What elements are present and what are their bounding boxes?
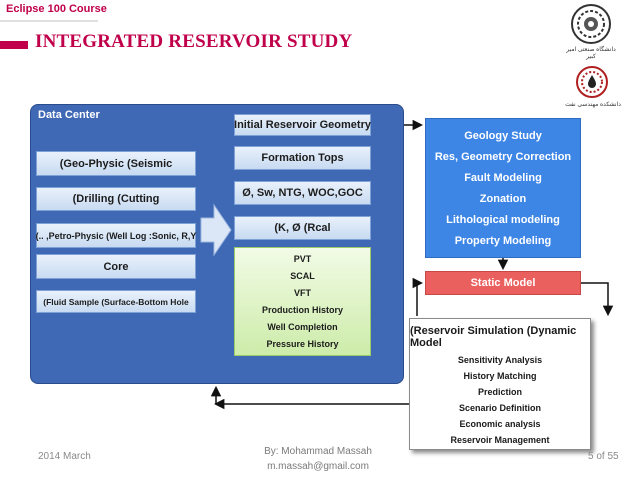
engineering-data-box: PVT SCAL VFT Production History Well Com… <box>234 247 371 356</box>
simulation-item: Sensitivity Analysis <box>457 355 543 365</box>
page-title: INTEGRATED RESERVOIR STUDY <box>35 31 353 52</box>
gear-emblem-icon <box>577 10 605 38</box>
green-item: PVT <box>293 253 312 264</box>
simulation-item: Economic analysis <box>459 419 541 429</box>
connector-line <box>412 277 424 316</box>
output-porosity-saturation: Ø, Sw, NTG, WOC,GOC <box>234 181 371 205</box>
faculty-logo-caption: دانشکده مهندسی نفت <box>565 102 621 108</box>
reservoir-simulation-box: (Reservoir Simulation (Dynamic Model Sen… <box>409 318 591 450</box>
input-petrophysic: (.. ,Petro-Physic (Well Log :Sonic, R,Y <box>36 223 196 248</box>
green-item: Well Completion <box>267 322 338 333</box>
output-initial-geometry: Initial Reservoir Geometry <box>234 114 371 136</box>
input-drilling: (Drilling (Cutting <box>36 187 196 211</box>
simulation-title: (Reservoir Simulation (Dynamic Model <box>410 325 577 349</box>
geology-item: Fault Modeling <box>464 171 542 184</box>
footer-date: 2014 March <box>38 451 91 462</box>
faculty-logo <box>576 66 608 98</box>
geology-item: Property Modeling <box>454 234 552 247</box>
simulation-item: Prediction <box>477 387 522 397</box>
green-item: Pressure History <box>266 339 339 350</box>
connector-line <box>581 282 614 317</box>
oil-drop-icon <box>581 71 603 93</box>
green-item: SCAL <box>290 270 315 281</box>
geology-item: Res, Geometry Correction <box>434 150 572 163</box>
simulation-item: Scenario Definition <box>458 403 541 413</box>
input-geophysic: (Geo-Physic (Seismic <box>36 151 196 176</box>
output-permeability: (K, Ø (Rcal <box>234 216 371 240</box>
simulation-item: History Matching <box>463 371 537 381</box>
course-label: Eclipse 100 Course <box>0 0 113 22</box>
university-logo-caption: دانشگاه صنعتی امیر کبیر <box>566 47 616 60</box>
geology-item: Zonation <box>479 192 527 205</box>
green-item: Production History <box>261 305 343 316</box>
input-core: Core <box>36 254 196 279</box>
geology-study-box: Geology Study Res, Geometry Correction F… <box>425 118 581 258</box>
footer-author: By: Mohammad Massah m.massah@gmail.com <box>258 444 378 474</box>
geology-item: Lithological modeling <box>446 213 560 226</box>
data-center-label: Data Center <box>38 109 100 121</box>
data-flow-arrow-icon <box>200 203 232 257</box>
author-name: By: Mohammad Massah <box>264 446 372 457</box>
geology-item: Geology Study <box>464 129 542 142</box>
course-underline <box>0 20 98 22</box>
simulation-item: Reservoir Management <box>450 435 550 445</box>
green-item: VFT <box>294 287 311 298</box>
university-logo <box>571 4 611 44</box>
title-accent-bar <box>0 41 28 49</box>
author-email: m.massah@gmail.com <box>267 461 369 472</box>
footer-page-number: 5 of 55 <box>588 451 619 462</box>
static-model-box: Static Model <box>425 271 581 295</box>
output-formation-tops: Formation Tops <box>234 146 371 170</box>
input-fluid-sample: (Fluid Sample (Surface-Bottom Hole <box>36 290 196 313</box>
